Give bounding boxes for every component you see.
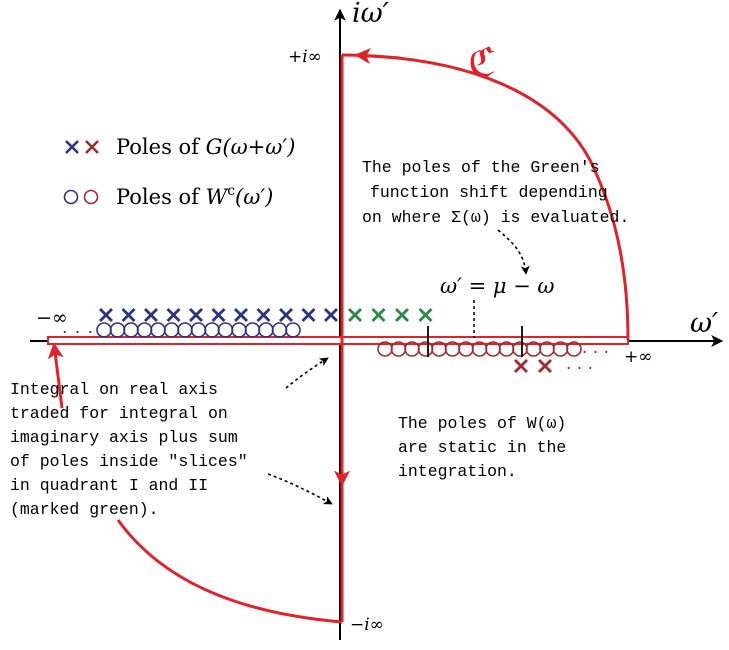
g-pole-cross-navy (301, 308, 316, 322)
w-pole-circle-navy (163, 322, 180, 338)
g-pole-cross-navy (121, 308, 136, 322)
contour-arc-quadrant-three (116, 519, 343, 624)
w-pole-circle-navy (109, 322, 126, 338)
w-pole-circle-navy (96, 322, 112, 338)
g-pole-cross-navy (189, 308, 203, 322)
shift-note: The poles of the Green's function shift … (362, 158, 629, 227)
w-pole-circle-navy (150, 322, 166, 338)
w-pole-circle-navy (204, 322, 220, 338)
dots-left: · · · (62, 323, 94, 343)
w-pole-circle-navy (271, 322, 288, 338)
minus-infinity-label: −∞ (36, 307, 68, 329)
legend: Poles of G(ω+ω′) Poles of Wc(ω′) (63, 135, 295, 209)
integral-note-arrow-imag (267, 473, 333, 505)
legend-cross-icon (65, 140, 99, 154)
imaginary-axis-label: iω′ (352, 0, 389, 29)
w-pole-circle-navy (231, 322, 247, 338)
g-pole-cross-navy (166, 308, 181, 322)
g-pole-cross-navy (144, 308, 158, 322)
g-pole-cross-green (348, 308, 362, 322)
integral-note: Integral on real axis traded for integra… (10, 380, 258, 519)
legend-circle-icon (63, 189, 99, 205)
dots-right-upper: · · · (582, 343, 609, 363)
pole-markers (96, 308, 582, 373)
w-pole-circle-navy (136, 322, 153, 338)
g-pole-cross-navy (279, 308, 293, 322)
g-pole-cross-navy (324, 308, 338, 322)
g-pole-cross-green (371, 308, 386, 322)
w-pole-circle-navy (123, 322, 139, 338)
g-pole-cross-darkred (514, 359, 528, 373)
minus-i-infinity-label: −i∞ (350, 615, 384, 635)
w-pole-circle-navy (217, 322, 234, 338)
contour-arc-quadrant-one (341, 53, 630, 341)
dots-right-lower: · · · (566, 359, 593, 379)
g-pole-cross-navy (211, 308, 226, 322)
w-pole-circle-navy (177, 322, 193, 338)
w-pole-circle-darkred (566, 341, 582, 357)
g-pole-cross-darkred (538, 359, 552, 373)
g-pole-cross-navy (234, 308, 248, 322)
real-axis-label: ω′ (690, 308, 718, 339)
contour-arrow-minus-inf (47, 342, 64, 409)
w-pole-circle-navy (244, 322, 261, 338)
contour-c (47, 53, 630, 624)
plus-i-infinity-label: +i∞ (288, 47, 322, 67)
legend-poles-w-label: Poles of Wc(ω′) (116, 183, 273, 209)
g-pole-cross-green (395, 308, 409, 322)
mu-omega-label: ω′ = μ − ω (440, 274, 555, 298)
g-pole-cross-green (418, 308, 433, 322)
contour-real-segment (47, 336, 629, 345)
plus-infinity-label: +∞ (624, 347, 652, 367)
shift-note-arrow (497, 229, 530, 275)
g-pole-cross-navy (99, 308, 113, 322)
legend-poles-g-label: Poles of G(ω+ω′) (116, 135, 295, 159)
static-note: The poles of W(ω) are static in the inte… (398, 414, 576, 481)
g-pole-cross-navy (256, 308, 271, 322)
integral-note-arrow-axis (285, 357, 329, 389)
w-pole-circle-navy (190, 322, 207, 338)
w-pole-circle-navy (285, 322, 301, 338)
w-pole-circle-navy (258, 322, 274, 338)
contour-label: ℭ (468, 40, 496, 86)
contour-arrow-top (354, 47, 401, 64)
